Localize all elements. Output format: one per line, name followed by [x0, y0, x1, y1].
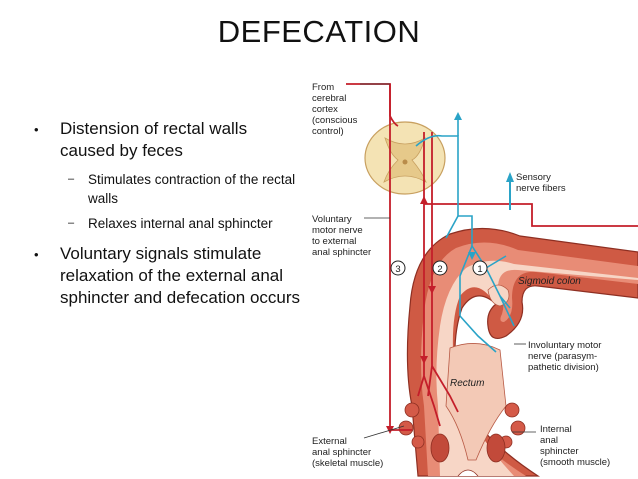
sub-bullet-text: Stimulates contraction of the rectal wal… — [88, 172, 296, 206]
svg-text:Internal: Internal — [540, 424, 572, 435]
label-internal-sphincter: Internal anal sphincter (smooth muscle) — [540, 424, 610, 468]
step-markers: 3 2 1 — [390, 260, 488, 276]
svg-text:sphincter: sphincter — [540, 446, 579, 457]
bullet-dot-icon: • — [34, 247, 39, 262]
svg-text:anal: anal — [540, 435, 558, 446]
svg-text:control): control) — [312, 126, 344, 137]
svg-text:pathetic division): pathetic division) — [528, 362, 599, 373]
defecation-diagram: 3 2 1 From cerebral cortex (conscious co… — [312, 82, 638, 477]
bullet-text: Distension of rectal walls caused by fec… — [60, 119, 248, 160]
bullet-list: • Distension of rectal walls caused by f… — [34, 118, 304, 317]
label-voluntary: Voluntary motor nerve to external anal s… — [312, 214, 371, 258]
step-1-label: 1 — [477, 264, 482, 275]
svg-text:nerve fibers: nerve fibers — [516, 183, 566, 194]
svg-text:cortex: cortex — [312, 104, 338, 115]
sensory-arrow-icon — [454, 112, 514, 260]
bullet-item: • Voluntary signals stimulate relaxation… — [34, 243, 304, 309]
svg-text:Involuntary motor: Involuntary motor — [528, 340, 601, 351]
sub-bullet-text: Relaxes internal anal sphincter — [88, 216, 273, 231]
slide-title: DEFECATION — [217, 14, 421, 49]
leader-lines — [360, 83, 536, 439]
label-sigmoid-colon: Sigmoid colon — [518, 276, 581, 287]
step-3-label: 3 — [395, 264, 400, 275]
svg-text:to external: to external — [312, 236, 356, 247]
svg-text:cerebral: cerebral — [312, 93, 346, 104]
defecation-reflex-figure: 3 2 1 From cerebral cortex (conscious co… — [300, 76, 638, 479]
label-sensory: Sensory nerve fibers — [516, 172, 566, 194]
svg-text:Sensory: Sensory — [516, 172, 551, 183]
dash-icon: – — [68, 217, 75, 229]
bullet-text: Voluntary signals stimulate relaxation o… — [60, 244, 301, 307]
svg-text:(skeletal muscle): (skeletal muscle) — [312, 458, 383, 469]
svg-text:anal sphincter: anal sphincter — [312, 447, 371, 458]
svg-text:(conscious: (conscious — [312, 115, 358, 126]
sub-bullet-item: – Stimulates contraction of the rectal w… — [68, 170, 304, 208]
svg-text:From: From — [312, 82, 334, 93]
anal-sphincters — [398, 402, 526, 477]
svg-text:Voluntary: Voluntary — [312, 214, 352, 225]
svg-text:anal sphincter: anal sphincter — [312, 247, 371, 258]
label-cortex: From cerebral cortex (conscious control) — [312, 82, 358, 137]
svg-text:External: External — [312, 436, 347, 447]
label-rectum: Rectum — [450, 378, 484, 389]
svg-text:nerve (parasym-: nerve (parasym- — [528, 351, 597, 362]
label-involuntary: Involuntary motor nerve (parasym- pathet… — [528, 340, 601, 373]
step-2-label: 2 — [437, 264, 442, 275]
bullet-item: • Distension of rectal walls caused by f… — [34, 118, 304, 162]
svg-text:motor nerve: motor nerve — [312, 225, 363, 236]
sub-bullet-item: – Relaxes internal anal sphincter — [68, 214, 304, 233]
label-external-sphincter: External anal sphincter (skeletal muscle… — [312, 436, 383, 469]
spinal-cord-section — [364, 121, 446, 195]
sensory-nerves — [415, 120, 515, 353]
bullet-dot-icon: • — [34, 122, 39, 137]
svg-text:(smooth muscle): (smooth muscle) — [540, 457, 610, 468]
dash-icon: – — [68, 173, 75, 185]
